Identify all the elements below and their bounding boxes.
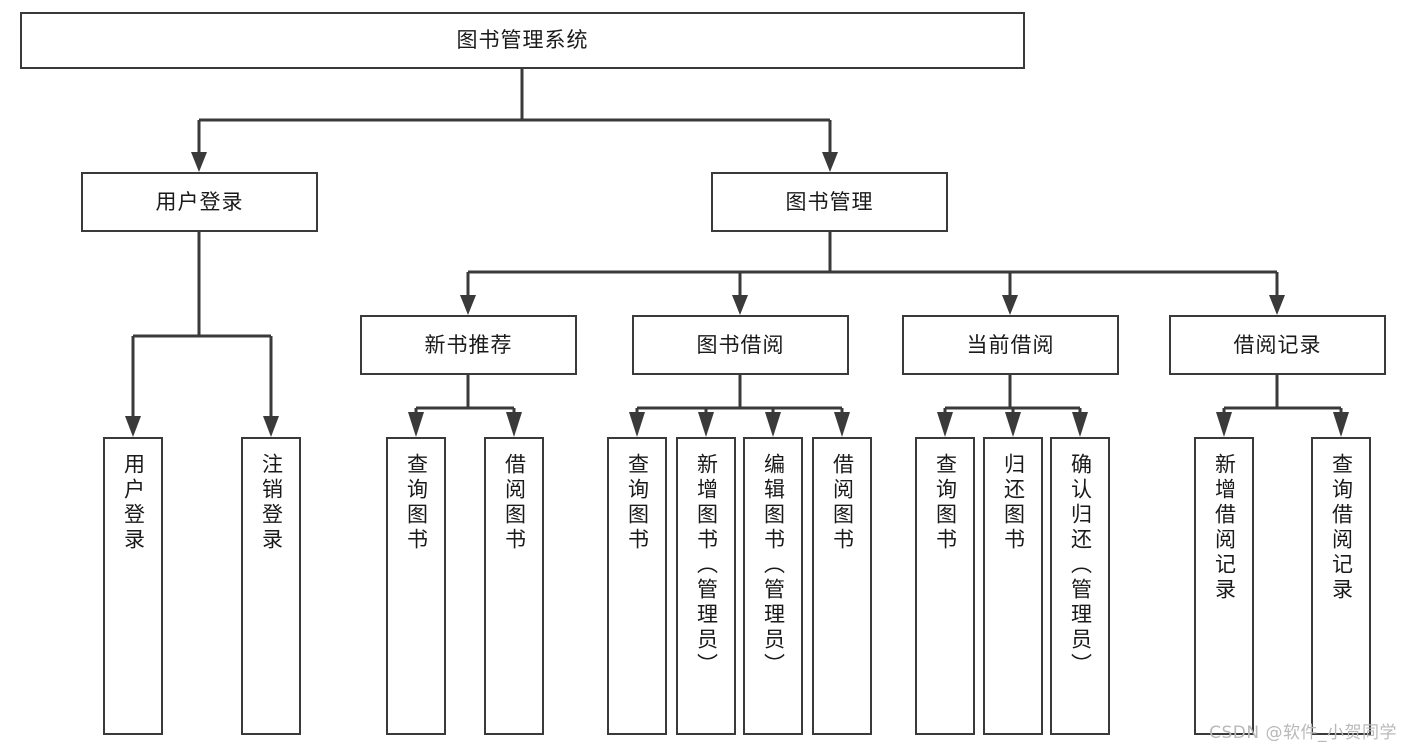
leaf-current-borrow-return[interactable]: 归还图书 [983,437,1043,735]
arrow-newbook-to-l1 [408,412,424,437]
leaf-book-borrow-borrow-label: 借阅图书 [830,453,855,553]
leaf-book-borrow-edit-label: 编辑图书（管理员） [761,453,786,678]
leaf-book-borrow-query-label: 查询图书 [625,453,650,553]
leaf-book-borrow-query[interactable]: 查询图书 [607,437,667,735]
node-root-label: 图书管理系统 [456,28,589,53]
leaf-user-login-logout[interactable]: 注销登录 [241,437,301,735]
node-current-borrow-label: 当前借阅 [966,332,1055,357]
arrow-bookborrow-to-l3 [765,412,781,437]
node-borrow-record-label: 借阅记录 [1233,332,1322,357]
arrow-bookmgmt-to-c4 [1269,295,1285,315]
node-book-borrow-label: 图书借阅 [696,332,785,357]
arrow-root-to-book-mgmt [822,152,838,172]
arrow-root-to-user-login [191,152,207,172]
leaf-current-borrow-query[interactable]: 查询图书 [915,437,975,735]
leaf-current-borrow-return-label: 归还图书 [1001,453,1026,553]
arrow-bookborrow-to-l1 [629,412,645,437]
leaf-new-book-borrow-label: 借阅图书 [502,453,527,553]
leaf-book-borrow-edit[interactable]: 编辑图书（管理员） [743,437,803,735]
node-new-book-recommend[interactable]: 新书推荐 [360,315,577,375]
node-book-management-label: 图书管理 [785,189,874,214]
leaf-new-book-query-label: 查询图书 [404,453,429,553]
node-current-borrow[interactable]: 当前借阅 [902,315,1119,375]
leaf-borrow-record-add-label: 新增借阅记录 [1212,453,1237,603]
leaf-book-borrow-borrow[interactable]: 借阅图书 [812,437,872,735]
arrow-currentborrow-to-l2 [1005,412,1021,437]
arrow-bookborrow-to-l4 [834,412,850,437]
arrow-borrowrecord-to-l1 [1216,412,1232,437]
leaf-borrow-record-query-label: 查询借阅记录 [1329,453,1354,603]
arrow-bookmgmt-to-c2 [732,295,748,315]
leaf-current-borrow-confirm[interactable]: 确认归还（管理员） [1050,437,1110,735]
leaf-user-login-login-label: 用户登录 [121,453,146,553]
arrow-userlogin-to-leaf2 [263,416,279,437]
csdn-watermark: CSDN @软件_小贺同学 [1209,723,1397,743]
arrow-bookmgmt-to-c3 [1002,295,1018,315]
leaf-current-borrow-query-label: 查询图书 [933,453,958,553]
leaf-new-book-query[interactable]: 查询图书 [386,437,446,735]
node-new-book-recommend-label: 新书推荐 [424,332,513,357]
node-book-borrow[interactable]: 图书借阅 [632,315,849,375]
leaf-borrow-record-add[interactable]: 新增借阅记录 [1194,437,1254,735]
arrow-currentborrow-to-l3 [1072,412,1088,437]
arrow-bookmgmt-to-c1 [460,295,476,315]
leaf-user-login-login[interactable]: 用户登录 [103,437,163,735]
arrow-bookborrow-to-l2 [698,412,714,437]
node-book-management[interactable]: 图书管理 [711,172,948,232]
arrow-borrowrecord-to-l2 [1333,412,1349,437]
arrow-userlogin-to-leaf1 [125,416,141,437]
node-user-login[interactable]: 用户登录 [81,172,318,232]
arrow-currentborrow-to-l1 [937,412,953,437]
leaf-new-book-borrow[interactable]: 借阅图书 [484,437,544,735]
leaf-user-login-logout-label: 注销登录 [259,453,284,553]
node-root[interactable]: 图书管理系统 [20,12,1025,69]
node-user-login-label: 用户登录 [155,189,244,214]
leaf-current-borrow-confirm-label: 确认归还（管理员） [1068,453,1093,678]
node-borrow-record[interactable]: 借阅记录 [1169,315,1386,375]
leaf-borrow-record-query[interactable]: 查询借阅记录 [1311,437,1371,735]
arrow-newbook-to-l2 [506,412,522,437]
leaf-book-borrow-add[interactable]: 新增图书（管理员） [676,437,736,735]
leaf-book-borrow-add-label: 新增图书（管理员） [694,453,719,678]
